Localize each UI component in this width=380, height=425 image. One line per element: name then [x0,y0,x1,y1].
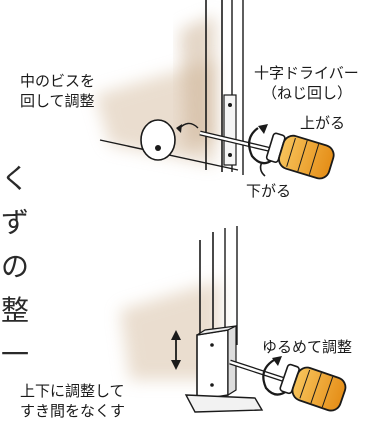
bottom-diagram [120,226,347,413]
side-title-char: く [1,162,30,195]
label-bottom-left-1: 上下に調整して [20,382,125,400]
screwdriver-handle [265,132,335,180]
side-title-char: 一 [1,338,30,371]
top-diagram [95,0,335,180]
hinge-plate [223,94,237,166]
adjuster-center-screw [155,145,161,151]
screwdriver-shaft-highlight [199,131,273,152]
side-title-char: 整 [1,294,30,327]
updown-arrowhead [171,330,181,340]
side-title: く ず の 整 一 [1,160,30,374]
side-title-char: ず [1,206,30,239]
pointer-arrowhead [176,124,182,133]
updown-arrowhead [171,360,181,370]
label-driver-1: 十字ドライバー [254,64,359,82]
wall-shadow [120,280,220,380]
label-loosen-adjust: ゆるめて調整 [262,338,353,356]
rotation-arrowhead [272,356,282,366]
screwdriver-handle [279,363,347,412]
bracket-block [196,329,229,401]
rotation-arrow [247,127,273,165]
bracket-screw [210,383,214,387]
label-bottom-left-2: すき間をなくす [20,402,126,420]
screwdriver-shaft-highlight [229,360,286,382]
rotation-arrow [262,359,289,396]
label-driver-2: （ねじ回し） [262,84,353,102]
label-up: 上がる [300,114,346,132]
label-screw-center-1: 中のビスを [20,72,96,90]
side-title-char: の [1,250,30,283]
down-arrow [259,161,266,177]
bracket-screw [210,343,214,347]
hinge-screw [228,153,232,157]
label-down: 下がる [246,182,292,200]
hinge-screw [228,103,232,107]
label-screw-center-2: 回して調整 [20,92,95,110]
adjuster-disk [140,119,176,161]
bottom-rail [184,394,264,413]
frame-shadow [180,15,215,150]
rotation-arrowhead [258,124,268,134]
